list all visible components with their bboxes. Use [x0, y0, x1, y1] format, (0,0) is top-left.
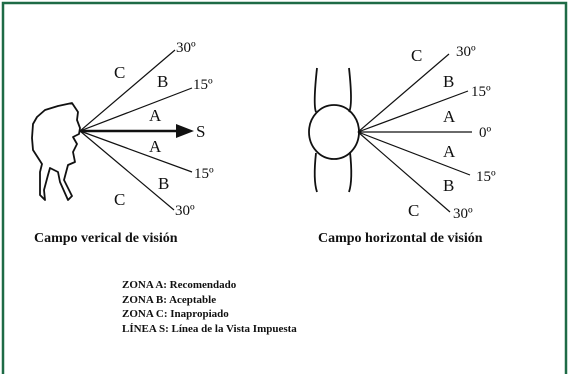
horizontal-field-caption: Campo horizontal de visión: [318, 231, 483, 246]
angle-label-up-30: 30º: [176, 40, 196, 56]
vertical-field: S A B C A B C 30º 15º 15º 30º: [31, 40, 214, 219]
zone-label-h-a-bottom: A: [443, 142, 456, 161]
vertical-field-caption: Campo verical de visión: [34, 231, 178, 246]
zone-label-c-down: C: [114, 190, 125, 209]
ray-up-15: [79, 87, 193, 132]
horizontal-field: C B A A B C 30º 15º 0º 15º 30º: [308, 44, 496, 222]
ray-up-30: [79, 49, 176, 132]
ray-h-right-30: [357, 131, 451, 213]
legend-item-zone-b: ZONA B: Aceptable: [122, 293, 217, 306]
zone-label-h-b-bottom: B: [443, 176, 454, 195]
zone-label-h-a-top: A: [443, 107, 456, 126]
angle-label-down-15: 15º: [194, 166, 214, 182]
angle-label-h-30-bottom: 30º: [453, 206, 473, 222]
ray-h-left-15: [357, 90, 469, 133]
angle-label-h-15-top: 15º: [471, 84, 491, 100]
angle-label-down-30: 30º: [175, 203, 195, 219]
ray-h-right-15: [357, 131, 471, 176]
sight-label: S: [196, 122, 205, 141]
legend-item-zone-c: ZONA C: Inapropiado: [122, 308, 229, 320]
zone-label-a-down: A: [149, 137, 162, 156]
zone-legend: ZONA A: Recomendado ZONA B: Aceptable ZO…: [122, 278, 297, 336]
zone-label-h-c-bottom: C: [408, 201, 419, 220]
head-top-view-icon: [308, 67, 360, 193]
zone-label-a-up: A: [149, 106, 162, 125]
ray-down-30: [79, 130, 175, 211]
angle-label-h-30-top: 30º: [456, 44, 476, 60]
ray-down-15: [79, 130, 193, 173]
head-profile-icon: [31, 102, 81, 201]
angle-label-h-15-bottom: 15º: [476, 169, 496, 185]
zone-label-c-up: C: [114, 63, 125, 82]
ray-h-left-30: [357, 53, 450, 133]
zone-label-b-up: B: [157, 72, 168, 91]
legend-item-zone-a: ZONA A: Recomendado: [122, 279, 237, 291]
zone-label-b-down: B: [158, 174, 169, 193]
angle-label-up-15: 15º: [193, 77, 213, 93]
angle-label-h-0: 0º: [479, 125, 492, 141]
sight-arrow-icon: [176, 124, 194, 138]
legend-item-line-s: LÍNEA S: Línea de la Vista Impuesta: [122, 322, 297, 335]
zone-label-h-b-top: B: [443, 72, 454, 91]
zone-label-h-c-top: C: [411, 46, 422, 65]
